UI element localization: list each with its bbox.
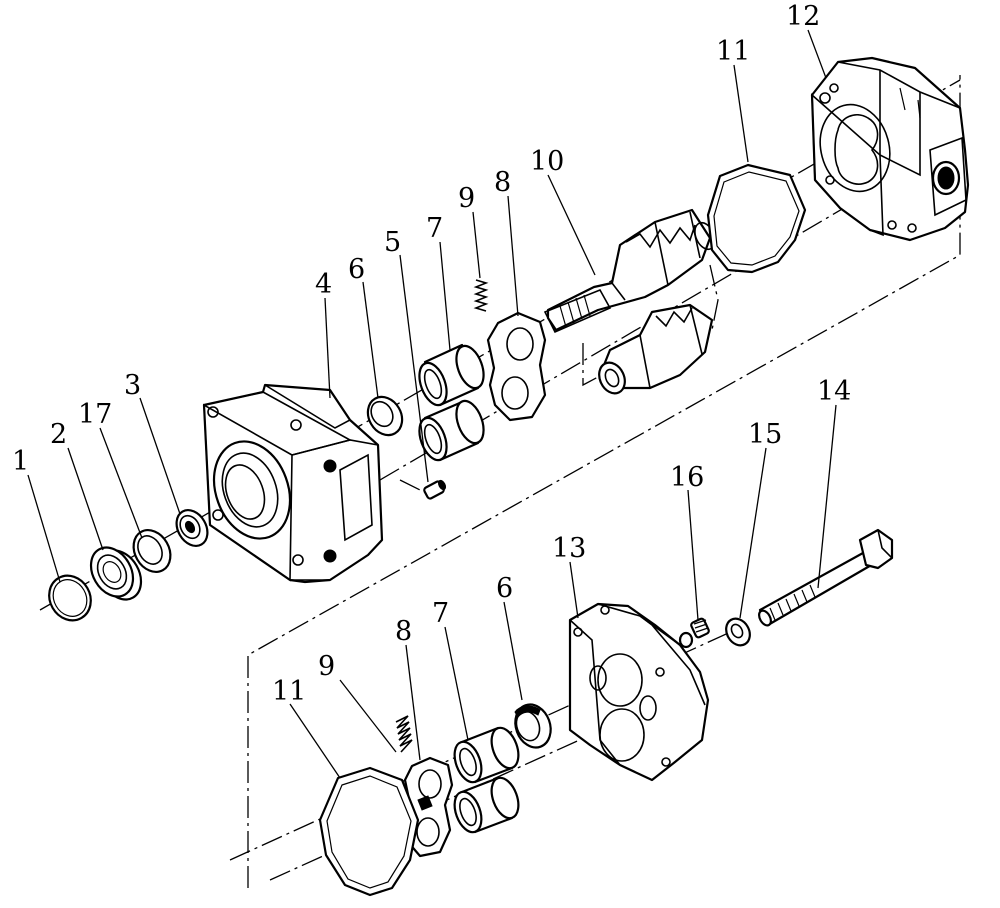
callout-12: 12 xyxy=(786,1,820,32)
callout-9-upper: 9 xyxy=(458,183,475,214)
gasket-part-upper xyxy=(706,163,807,274)
callout-15: 15 xyxy=(748,419,782,450)
callout-8-lower: 8 xyxy=(395,616,412,647)
needle-bearing-pair-upper xyxy=(418,343,485,462)
callout-11-upper: 11 xyxy=(716,36,750,67)
spring-part-upper xyxy=(473,279,489,312)
needle-bearing-pair-lower xyxy=(453,726,520,834)
flange-housing-part xyxy=(202,383,384,584)
dowel-pin-part xyxy=(423,479,447,500)
rear-cover-part xyxy=(810,56,970,242)
callout-6-upper: 6 xyxy=(348,254,365,285)
idler-gear-part xyxy=(598,303,714,395)
spring-part-lower xyxy=(395,715,413,753)
callout-10: 10 xyxy=(530,146,564,177)
callout-11-lower: 11 xyxy=(272,676,306,707)
callout-13: 13 xyxy=(552,533,586,564)
washer-part xyxy=(725,617,751,647)
gasket-part-lower xyxy=(318,766,420,897)
leader-lines xyxy=(27,29,837,779)
drive-gear-shaft-part xyxy=(543,208,716,334)
wear-ring-part-lower xyxy=(514,703,552,749)
body-plate-part xyxy=(568,602,710,782)
seal-part-3 xyxy=(175,509,209,547)
callout-numbers: 1 2 17 3 4 6 5 7 9 8 10 11 12 14 15 16 1… xyxy=(12,1,851,707)
callout-9-lower: 9 xyxy=(318,651,335,682)
callout-5: 5 xyxy=(384,227,401,258)
callout-7-lower: 7 xyxy=(432,598,449,629)
plug-part xyxy=(678,617,710,649)
bolt-part xyxy=(758,528,894,627)
callout-4: 4 xyxy=(315,269,332,300)
thrust-plate-part-upper xyxy=(486,311,547,422)
callout-3: 3 xyxy=(124,370,141,401)
seal-part-17 xyxy=(132,529,172,573)
bearing-part xyxy=(89,546,143,601)
callout-14: 14 xyxy=(817,376,851,407)
callout-8-upper: 8 xyxy=(494,167,511,198)
callout-7-upper: 7 xyxy=(426,213,443,244)
callout-2: 2 xyxy=(50,419,67,450)
snap-ring-part xyxy=(48,574,92,622)
callout-1: 1 xyxy=(12,446,29,477)
callout-16: 16 xyxy=(670,462,704,493)
wear-ring-part-upper xyxy=(366,395,404,437)
callout-17: 17 xyxy=(78,399,112,430)
callout-6-lower: 6 xyxy=(496,573,513,604)
